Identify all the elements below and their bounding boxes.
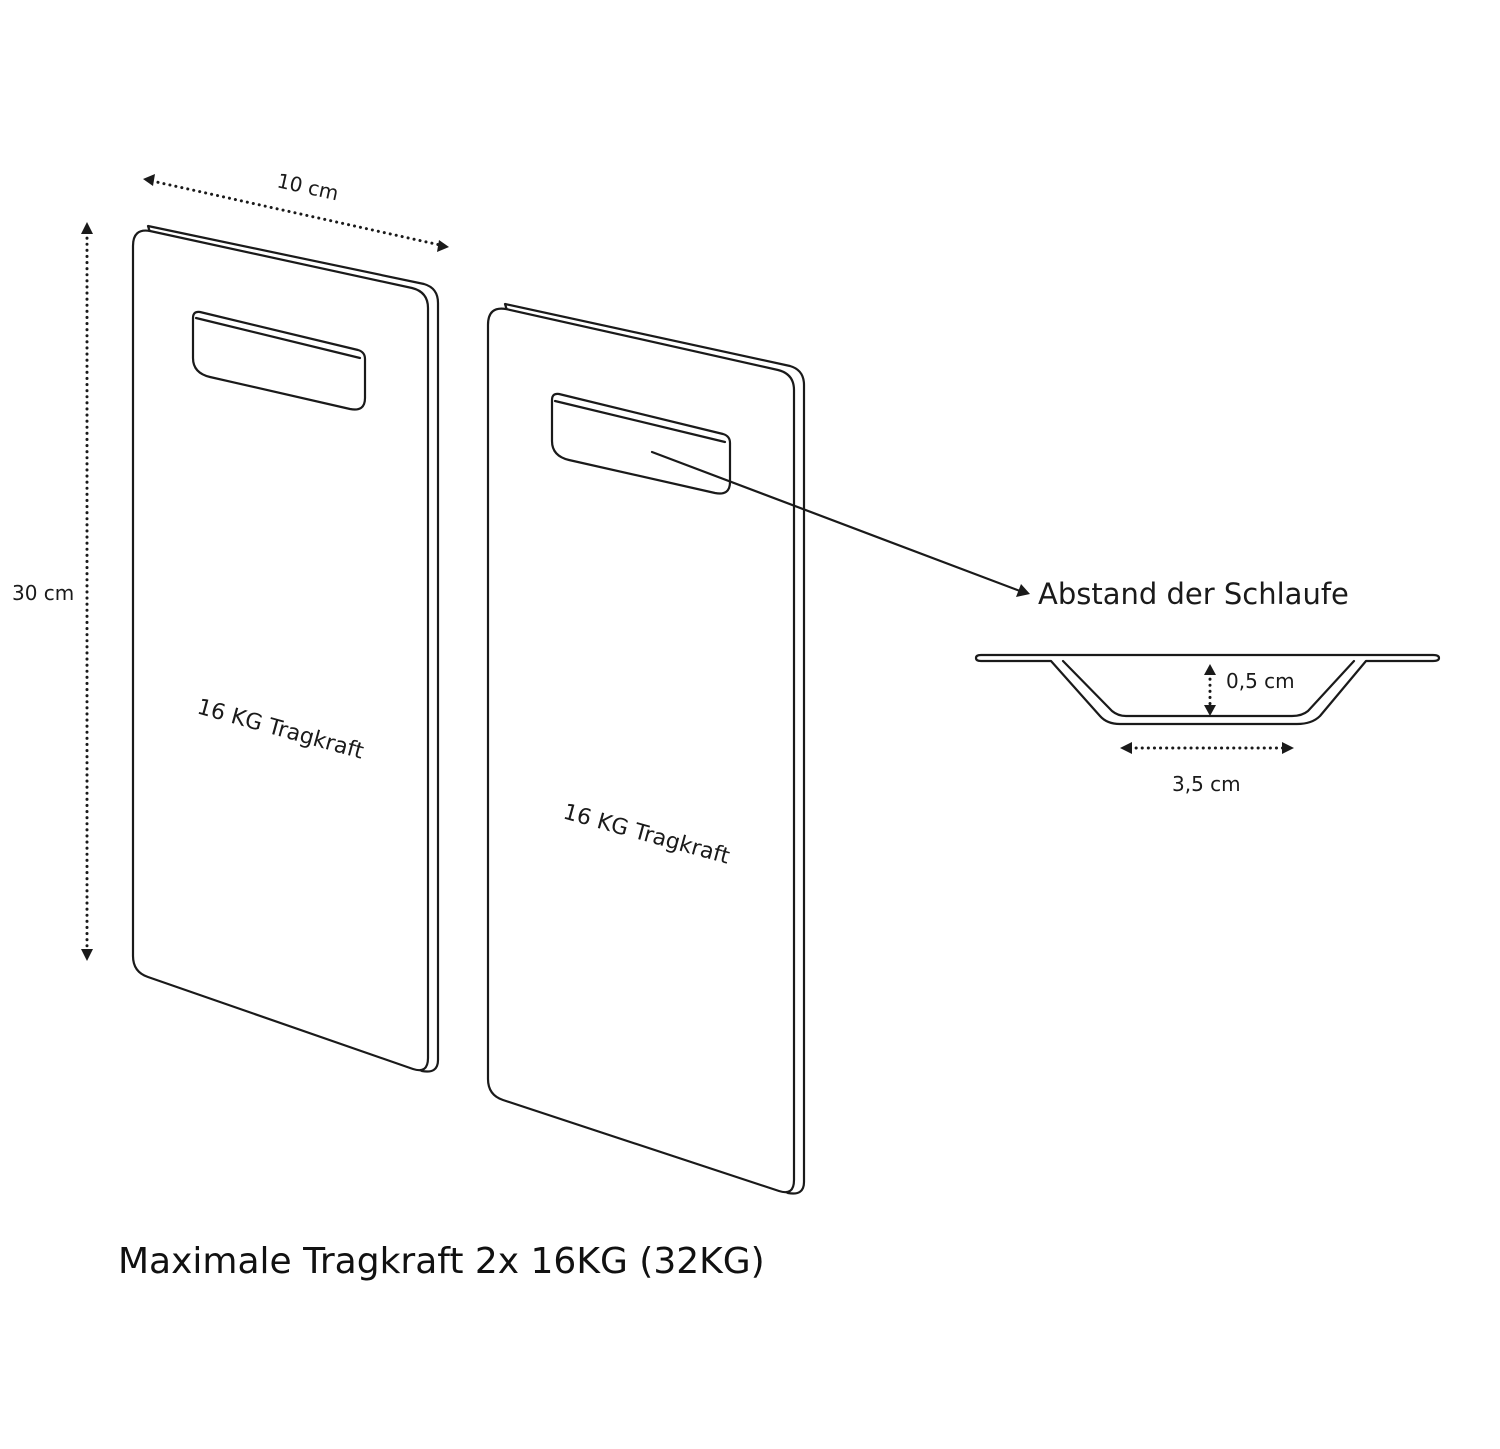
- loop-depth-arrow-bottom-icon: [1204, 705, 1216, 716]
- max-load-title: Maximale Tragkraft 2x 16KG (32KG): [118, 1241, 765, 1282]
- loop-depth-label: 0,5 cm: [1226, 669, 1295, 693]
- width-dimension-line: [150, 179, 442, 247]
- loop-profile-outer: [974, 653, 1441, 726]
- loop-width-arrow-right-icon: [1282, 742, 1294, 754]
- height-dimension-label: 30 cm: [12, 581, 74, 605]
- width-arrow-left-icon: [143, 174, 155, 186]
- panel-left: 16 KG Tragkraft: [131, 224, 440, 1073]
- loop-depth-arrow-top-icon: [1204, 664, 1216, 675]
- panel-right: 16 KG Tragkraft: [486, 302, 806, 1195]
- loop-width-label: 3,5 cm: [1172, 772, 1241, 796]
- loop-width-arrow-left-icon: [1120, 742, 1132, 754]
- panel-left-loop-slot: [191, 310, 367, 411]
- panel-left-front-face: [131, 229, 430, 1072]
- loop-cross-section: 0,5 cm 3,5 cm: [974, 653, 1441, 796]
- loop-callout: Abstand der Schlaufe: [650, 450, 1349, 611]
- panel-right-loop-slot: [550, 392, 732, 495]
- loop-profile-inner: [1061, 659, 1356, 718]
- height-arrow-bottom-icon: [81, 949, 93, 961]
- height-arrow-top-icon: [81, 222, 93, 234]
- callout-arrowhead-icon: [1016, 584, 1030, 597]
- callout-label: Abstand der Schlaufe: [1038, 577, 1349, 611]
- width-dimension-label: 10 cm: [275, 168, 341, 205]
- height-dimension: 30 cm: [12, 222, 93, 961]
- callout-arrow-line: [650, 450, 1022, 593]
- panel-right-front-face: [486, 307, 796, 1194]
- width-arrow-right-icon: [437, 240, 449, 252]
